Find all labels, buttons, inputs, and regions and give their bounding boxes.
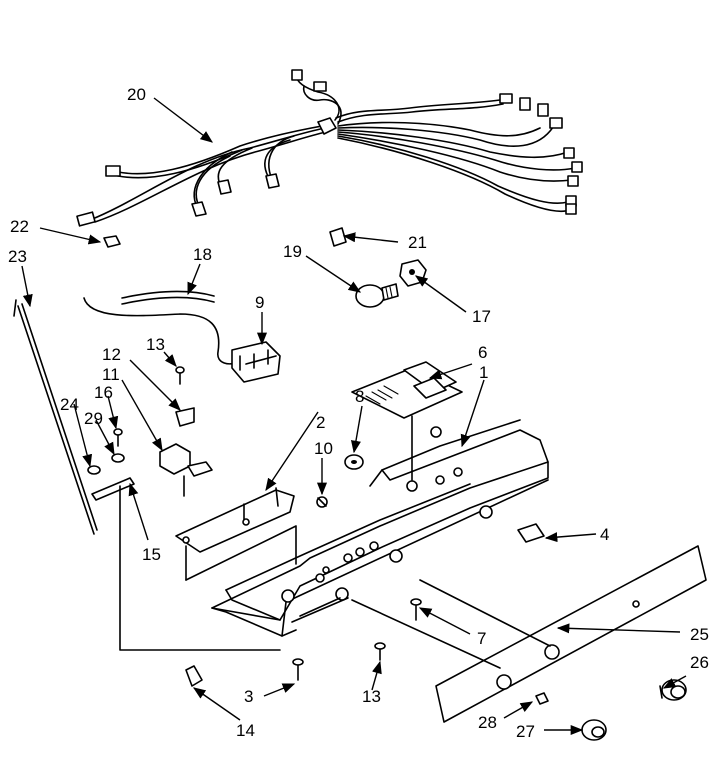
- screw-part-13-upper: [175, 366, 185, 385]
- callout-20: 20: [127, 85, 146, 104]
- bracket-part-12: [175, 407, 195, 427]
- connector-part-4: [517, 523, 545, 543]
- callout-3: 3: [244, 687, 253, 706]
- callout-2: 2: [316, 413, 325, 432]
- clip-part-22: [103, 235, 121, 248]
- callout-10: 10: [314, 439, 333, 458]
- callout-16: 16: [94, 383, 113, 402]
- bulb-part-19: [355, 283, 399, 308]
- callout-18: 18: [193, 245, 212, 264]
- wire-harness-part: [76, 69, 583, 227]
- clip-part-28: [535, 692, 549, 705]
- screw-part-16: [113, 428, 123, 447]
- callout-11: 11: [102, 365, 120, 384]
- washer-part-24: [87, 465, 101, 475]
- callout-24: 24: [60, 395, 79, 414]
- callout-8: 8: [355, 387, 364, 406]
- callout-1: 1: [479, 363, 488, 382]
- screw-part-3: [292, 658, 304, 681]
- callout-22: 22: [10, 217, 29, 236]
- bracket-part-2: [175, 487, 297, 581]
- callout-27: 27: [516, 722, 535, 741]
- callout-23: 23: [8, 247, 27, 266]
- socket-part-17: [399, 259, 427, 287]
- callout-15: 15: [142, 545, 161, 564]
- panel-part-25: [351, 545, 707, 723]
- screw-part-7: [410, 598, 422, 621]
- relay-part-9: [231, 341, 281, 383]
- clip-part-21: [329, 227, 347, 247]
- callout-7: 7: [477, 629, 486, 648]
- callout-17: 17: [472, 307, 491, 326]
- callout-9: 9: [255, 293, 264, 312]
- grommet-part-8: [344, 454, 364, 470]
- callout-21: 21: [408, 233, 427, 252]
- callout-12: 12: [102, 345, 121, 364]
- callout-13-lower: 13: [362, 687, 381, 706]
- housing-part-1: [211, 419, 549, 637]
- callout-14: 14: [236, 721, 255, 740]
- tube-part-18: [83, 290, 239, 365]
- screw-part-13-lower: [374, 642, 386, 661]
- callout-labels: 20 22 23 18 19 21 9 17 13 12 11 16 6 1 8…: [8, 85, 709, 741]
- clip-part-14: [185, 665, 203, 687]
- callout-28: 28: [478, 713, 497, 732]
- callout-25: 25: [690, 625, 709, 644]
- rod-part-23: [13, 299, 98, 535]
- callout-29: 29: [84, 409, 103, 428]
- washer-part-29: [111, 453, 125, 463]
- screw-part-10: [316, 496, 328, 508]
- control-part-11: [159, 443, 213, 497]
- callout-19: 19: [283, 242, 302, 261]
- knob-part-27: [581, 719, 607, 741]
- control-board-part-6: [351, 361, 463, 481]
- leader-lines: [21, 97, 687, 736]
- callout-26: 26: [690, 653, 709, 672]
- callout-4: 4: [600, 525, 609, 544]
- callout-6: 6: [478, 343, 487, 362]
- callout-13-upper: 13: [146, 335, 165, 354]
